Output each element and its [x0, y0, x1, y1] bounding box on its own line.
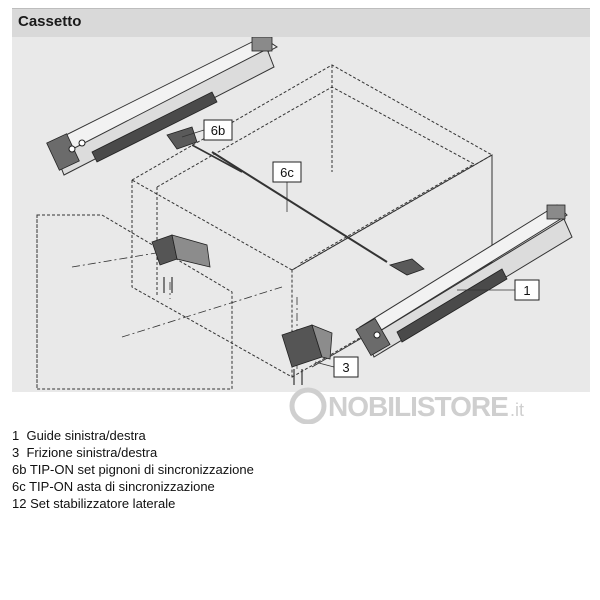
alignment-lines	[71, 251, 298, 372]
right-coupling-3	[281, 324, 333, 385]
legend-item: 6c TIP-ON asta di sincronizzazione	[12, 479, 215, 494]
exploded-diagram: 6b 6c 1 3	[36, 37, 573, 390]
legend: 1 Guide sinistra/destra 3 Frizione sinis…	[12, 427, 572, 512]
right-runner	[355, 204, 573, 358]
pinion-set-6b	[166, 126, 243, 173]
legend-item: 12 Set stabilizzatore laterale	[12, 496, 176, 511]
callout-6c: 6c	[272, 161, 302, 183]
header-bar: Cassetto	[12, 8, 590, 37]
callout-3-label: 3	[342, 360, 349, 375]
sync-rod-6c	[211, 151, 425, 276]
callout-leaders	[181, 129, 515, 368]
left-runner	[46, 37, 278, 176]
legend-item: 1 Guide sinistra/destra	[12, 428, 146, 443]
watermark-brand-suffix: .it	[510, 400, 524, 420]
page-title: Cassetto	[18, 13, 82, 30]
left-coupling-bracket	[151, 234, 211, 293]
callout-1-label: 1	[523, 283, 530, 298]
callout-6c-label: 6c	[280, 165, 294, 180]
front-panel-outline	[36, 214, 233, 390]
watermark-brand-main: NOBILISTORE	[328, 391, 508, 422]
diagram-panel: 6b 6c 1 3	[12, 37, 590, 392]
callout-3: 3	[333, 356, 359, 378]
callout-1: 1	[514, 279, 540, 301]
legend-item: 6b TIP-ON set pignoni di sincronizzazion…	[12, 462, 254, 477]
legend-item: 3 Frizione sinistra/destra	[12, 445, 158, 460]
callout-6b: 6b	[203, 119, 233, 141]
callout-6b-label: 6b	[211, 123, 225, 138]
nobilistore-watermark: NOBILISTORE .it	[289, 387, 524, 424]
